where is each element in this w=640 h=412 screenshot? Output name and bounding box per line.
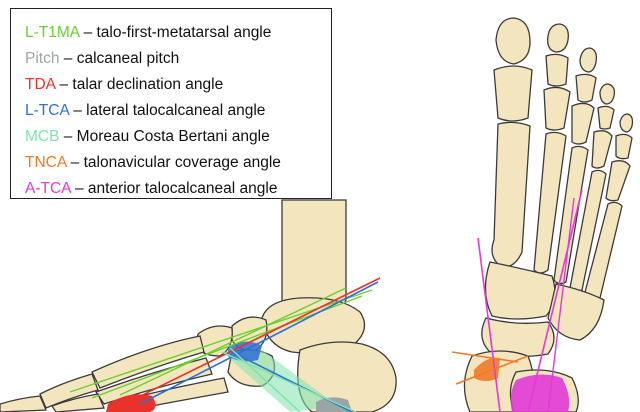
dorsal-toe-2-proximal — [543, 86, 571, 131]
legend-desc: – talo-first-metatarsal angle — [79, 24, 272, 41]
dorsal-toe-5-distal — [619, 113, 634, 133]
dorsal-cuneiforms-bone — [484, 261, 556, 320]
lateral-phalanx-3 — [51, 393, 105, 412]
dorsal-toe-2-middle — [545, 53, 569, 87]
legend-abbr: TNCA — [25, 154, 67, 171]
legend-desc: – talonavicular coverage angle — [66, 154, 281, 171]
legend-abbr: A-TCA — [25, 180, 71, 197]
legend-abbr: L-TCA — [25, 102, 69, 119]
mcb-line-b — [229, 347, 301, 412]
legend-abbr: Pitch — [25, 50, 60, 67]
dorsal-toe-3-proximal — [571, 102, 595, 145]
legend-item-pitch: Pitch – calcaneal pitch — [25, 46, 331, 72]
legend-abbr: TDA — [25, 76, 56, 93]
lateral-talus-bone — [261, 297, 366, 354]
dorsal-foot-view — [451, 17, 634, 412]
dorsal-toe-5-proximal — [605, 160, 631, 202]
legend-item-tda: TDA – talar declination angle — [25, 72, 331, 98]
dorsal-toe-4-distal — [599, 83, 616, 105]
legend-item-a-tca: A-TCA – anterior talocalcaneal angle — [25, 176, 331, 202]
a-tca-line-c — [547, 197, 575, 412]
dorsal-metatarsal-1 — [491, 121, 531, 268]
tnca-line-b — [455, 355, 529, 385]
tda-line — [111, 277, 381, 411]
legend-item-l-tca: L-TCA – lateral talocalcaneal angle — [25, 98, 331, 124]
lateral-foot-view — [0, 199, 397, 412]
dorsal-toe-4-proximal — [591, 130, 613, 169]
dorsal-toe-1-distal — [495, 17, 531, 65]
tnca-line-a — [451, 351, 519, 363]
dorsal-navicular-bone — [481, 317, 555, 358]
dorsal-toe-2-distal — [547, 23, 569, 53]
legend-desc: – anterior talocalcaneal angle — [70, 180, 278, 197]
dorsal-toe-5-middle — [615, 133, 633, 160]
legend-item-tnca: TNCA – talonavicular coverage angle — [25, 150, 331, 176]
dorsal-toe-4-middle — [597, 105, 615, 130]
a-tca-line-a — [477, 237, 501, 412]
angle-legend: L-T1MA – talo-first-metatarsal angle Pit… — [10, 8, 332, 199]
dorsal-toe-1-proximal — [493, 65, 533, 122]
a-tca-line-b — [527, 189, 583, 412]
a-tca-shaded-patch — [510, 374, 570, 412]
legend-desc: – calcaneal pitch — [59, 50, 180, 67]
lateral-phalanx-2 — [0, 395, 47, 412]
legend-abbr: L-T1MA — [25, 24, 80, 41]
dorsal-toe-3-middle — [575, 73, 597, 103]
legend-abbr: MCB — [25, 128, 60, 145]
dorsal-toe-3-distal — [579, 47, 598, 73]
l-tca-line-a — [139, 281, 379, 405]
legend-item-l-t1ma: L-T1MA – talo-first-metatarsal angle — [25, 20, 331, 46]
legend-desc: – Moreau Costa Bertani angle — [59, 128, 270, 145]
l-t1ma-line-c — [119, 287, 347, 396]
legend-desc: – lateral talocalcaneal angle — [68, 102, 266, 119]
legend-item-mcb: MCB – Moreau Costa Bertani angle — [25, 124, 331, 150]
dorsal-metatarsal-3 — [553, 145, 589, 285]
legend-desc: – talar declination angle — [55, 76, 224, 93]
